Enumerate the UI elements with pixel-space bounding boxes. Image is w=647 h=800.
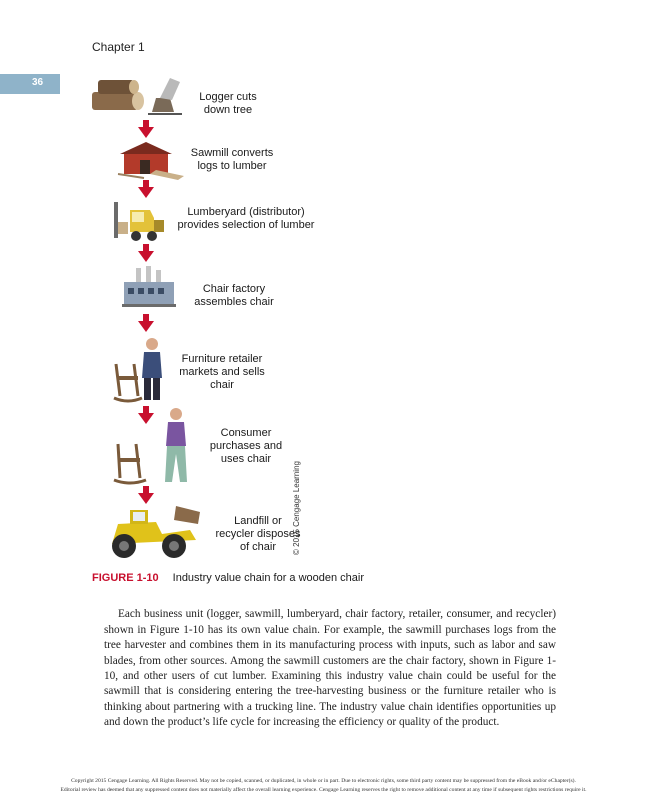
flow-arrow [138,244,154,262]
image-credit: © 2015 Cengage Learning [292,455,304,555]
logs-and-stump-icon [90,72,185,120]
figure-caption-text: Industry value chain for a wooden chair [173,572,364,584]
step-label-furniture-retailer: Furniture retailer markets and sells cha… [174,353,270,392]
step-label-logger: Logger cuts down tree [188,91,268,117]
step-label-sawmill: Sawmill converts logs to lumber [186,147,278,173]
page-number: 36 [32,77,43,88]
figure-caption: FIGURE 1-10 Industry value chain for a wo… [92,572,364,584]
page-number-tab: 36 [0,74,60,94]
factory-icon [120,266,180,308]
figure-number: FIGURE 1-10 [92,572,159,584]
step-label-lumberyard: Lumberyard (distributor) provides select… [174,206,318,232]
copyright-footer: Copyright 2015 Cengage Learning. All Rig… [0,777,647,795]
retailer-with-chair-icon [112,334,172,404]
footer-line-1: Copyright 2015 Cengage Learning. All Rig… [0,777,647,786]
consumer-with-chair-icon [110,404,194,486]
step-label-chair-factory: Chair factory assembles chair [188,283,280,309]
body-paragraph: Each business unit (logger, sawmill, lum… [104,607,556,730]
sawmill-icon [116,136,186,180]
footer-line-2: Editorial review has deemed that any sup… [0,786,647,795]
loader-truck-icon [100,500,210,562]
flow-arrow [138,314,154,332]
chapter-heading: Chapter 1 [92,40,145,54]
step-label-consumer: Consumer purchases and uses chair [208,427,284,466]
forklift-icon [110,196,170,244]
